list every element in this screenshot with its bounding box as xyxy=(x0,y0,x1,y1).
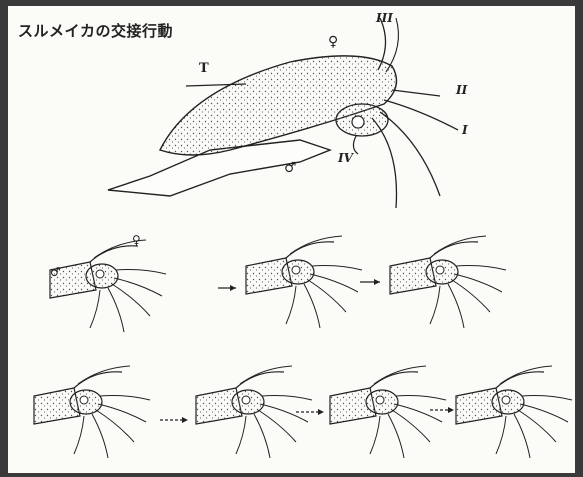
label-arm-ii: II xyxy=(455,83,468,97)
stage-7-schematic xyxy=(456,366,572,458)
stage-5-schematic xyxy=(196,366,312,458)
label-arm-i: I xyxy=(461,123,468,137)
top-mating-pair-schematic: T ♀ III II I IV ♂ xyxy=(108,11,468,208)
arrow-4-head xyxy=(318,409,324,415)
label-female: ♀ xyxy=(328,34,338,50)
sequence-row-2 xyxy=(34,366,572,458)
arm-bundle-1 xyxy=(380,112,440,196)
stage-1-schematic xyxy=(50,240,166,332)
stage-1-label-female: ♀ xyxy=(132,233,141,247)
sequence-row-1: ♂ ♀ xyxy=(50,233,506,332)
arrow-3-head xyxy=(182,417,188,423)
label-arm-iv: IV xyxy=(337,151,355,165)
stage-1-label-male: ♂ xyxy=(50,265,61,279)
arm-iv xyxy=(353,136,358,154)
label-arm-iii: III xyxy=(375,11,393,25)
stage-3-schematic xyxy=(390,236,506,328)
stage-2-schematic xyxy=(246,236,362,328)
stage-6-schematic xyxy=(330,366,446,458)
arm-i xyxy=(384,100,458,130)
label-male: ♂ xyxy=(284,160,297,176)
arrow-5-head xyxy=(448,407,454,413)
arrow-1-head xyxy=(230,285,236,291)
arrow-2-head xyxy=(374,279,380,285)
label-t: T xyxy=(199,61,209,76)
arm-ii xyxy=(392,90,440,96)
squid-eye xyxy=(352,116,364,128)
stage-4-schematic xyxy=(34,366,150,458)
